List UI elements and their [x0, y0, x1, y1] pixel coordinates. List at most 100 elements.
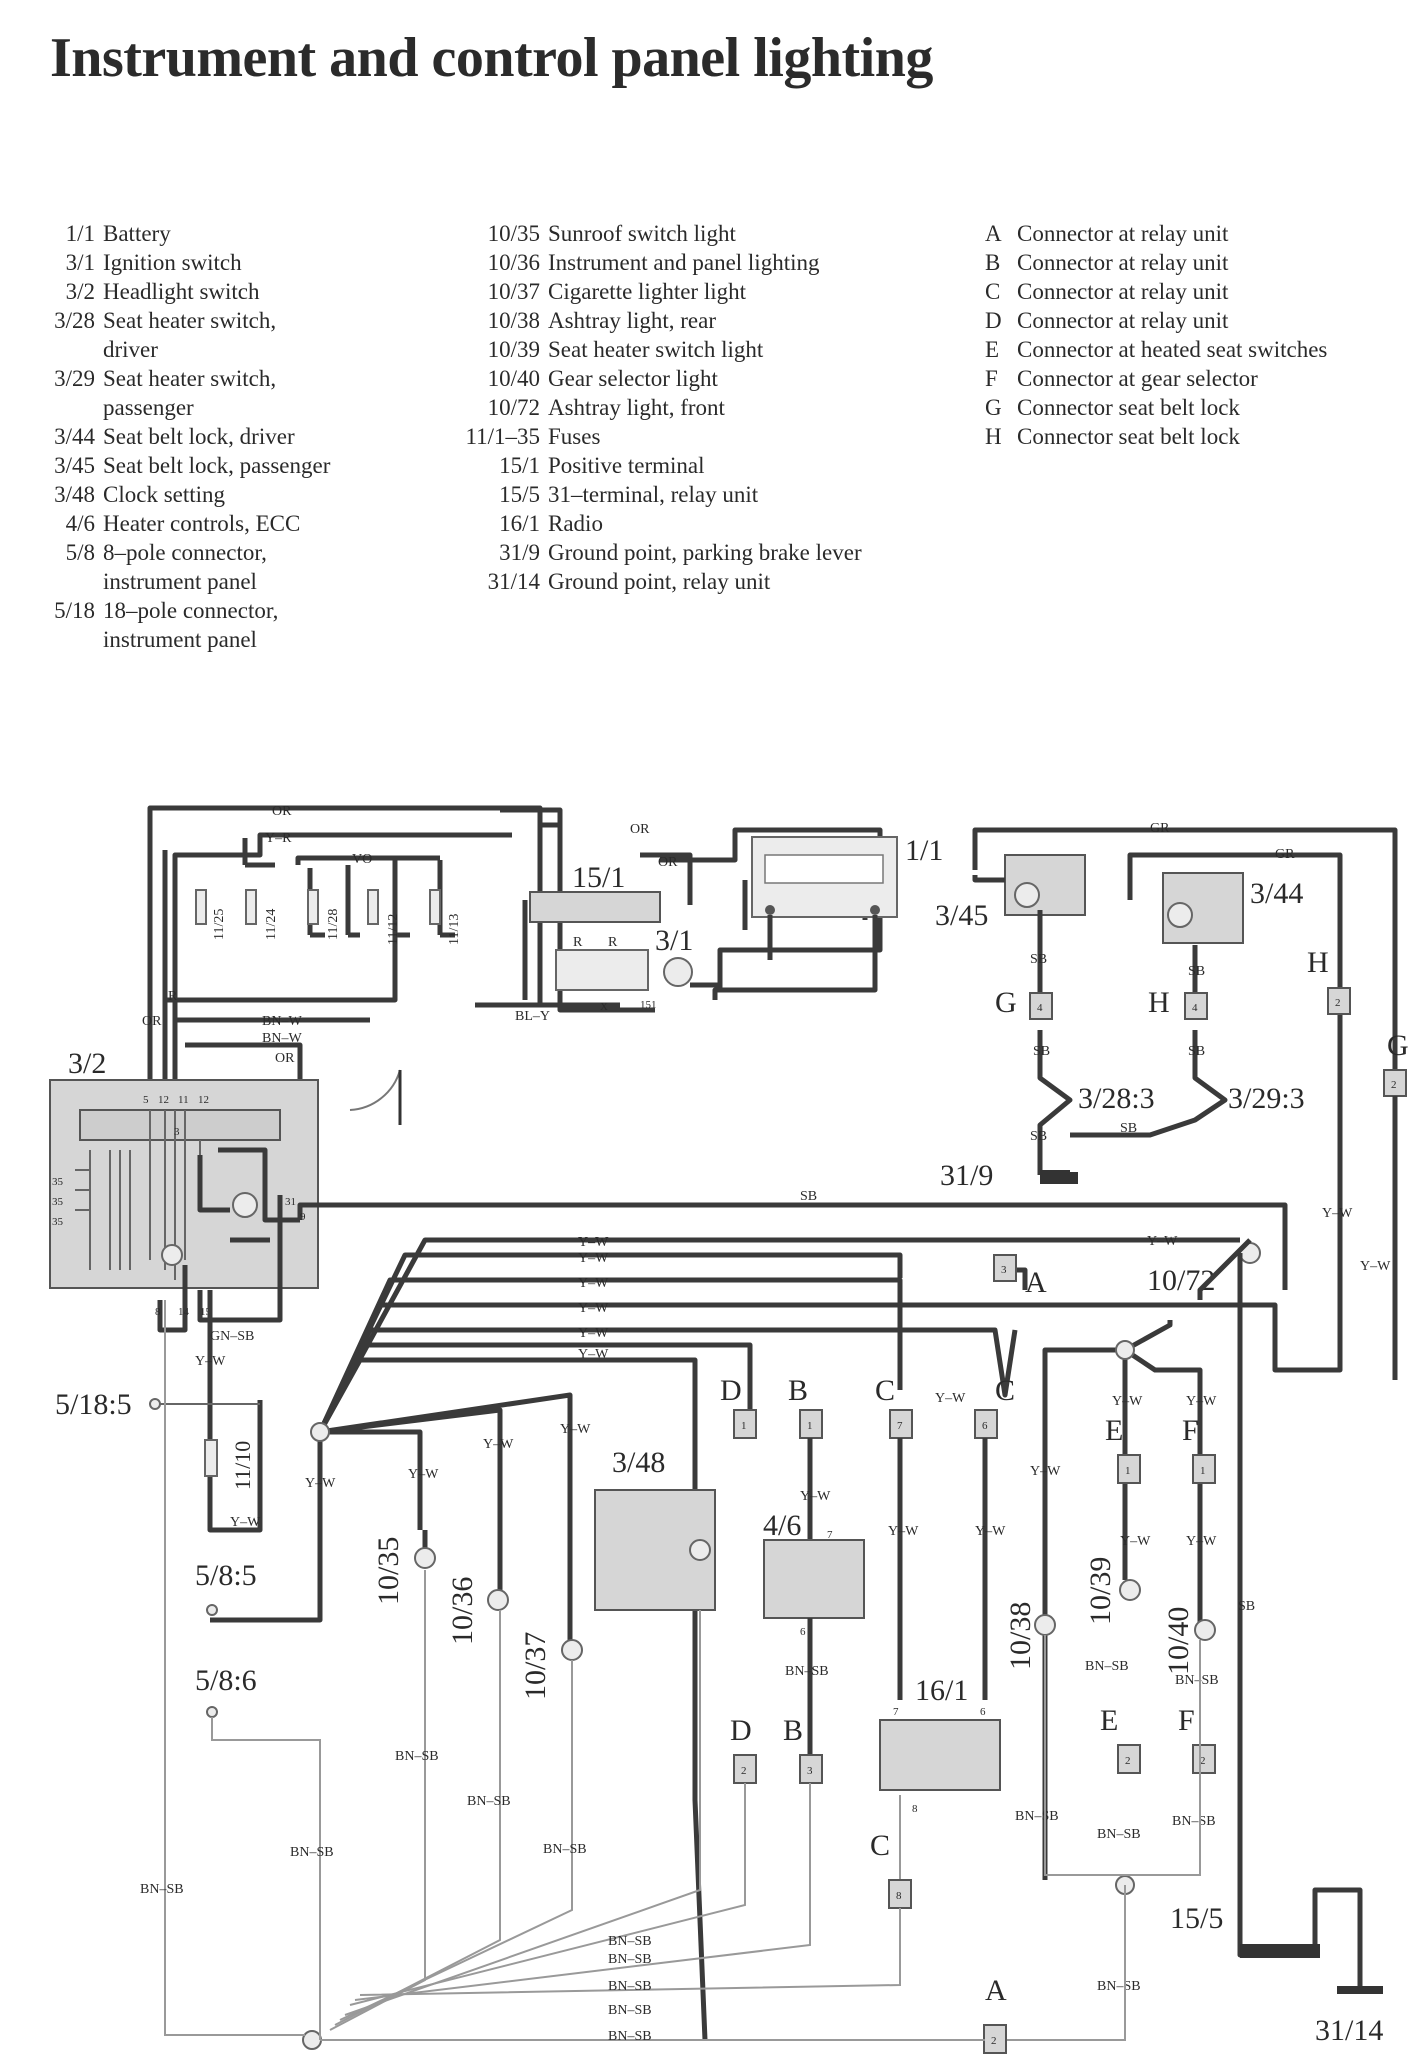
legend-text: Battery: [103, 221, 171, 246]
svg-text:12: 12: [198, 1094, 209, 1106]
legend-item: driver: [34, 335, 393, 364]
svg-text:SB: SB: [1030, 952, 1047, 967]
svg-text:12: 12: [158, 1094, 169, 1106]
svg-text:C: C: [875, 1374, 895, 1407]
svg-text:7: 7: [827, 1529, 833, 1541]
svg-text:Y–W: Y–W: [1186, 1394, 1217, 1409]
splice-node: [302, 2030, 322, 2050]
component-label-10-38: 10/38: [1004, 1602, 1037, 1670]
legend-code: 15/5: [499, 482, 540, 507]
legend-text: Positive terminal: [548, 453, 705, 478]
legend-text: 31–terminal, relay unit: [548, 482, 759, 507]
svg-text:2: 2: [741, 1765, 747, 1777]
svg-text:7: 7: [897, 1420, 903, 1432]
legend-code: 16/1: [499, 511, 540, 536]
legend-code: 10/40: [487, 366, 540, 391]
component-label-10-35: 10/35: [372, 1537, 405, 1605]
svg-text:3: 3: [1001, 1264, 1007, 1276]
svg-text:C: C: [870, 1829, 890, 1862]
svg-text:BN–SB: BN–SB: [290, 1845, 334, 1860]
battery-terminal-negative: [765, 905, 775, 915]
bottom-bnsb-labels: BN–SB BN–SB BN–SB BN–SB BN–SB: [608, 1934, 652, 2044]
svg-text:BN–SB: BN–SB: [543, 1842, 587, 1857]
switch-lamp-icon: [232, 1192, 258, 1218]
svg-text:Y–W: Y–W: [1147, 1234, 1178, 1249]
svg-text:Y–W: Y–W: [1186, 1534, 1217, 1549]
splice-node: [310, 1422, 330, 1442]
svg-text:2: 2: [1200, 1755, 1206, 1767]
legend-text: Seat heater switch,: [103, 308, 277, 333]
svg-text:F: F: [1182, 1414, 1199, 1447]
legend-text: Ground point, relay unit: [548, 569, 771, 594]
legend-code: 5/18: [54, 598, 95, 623]
svg-text:6: 6: [800, 1626, 806, 1638]
svg-text:G: G: [1387, 1029, 1409, 1062]
lamp-10-40: [1194, 1619, 1216, 1641]
svg-text:Y–W: Y–W: [1360, 1259, 1391, 1274]
svg-text:BN–SB: BN–SB: [1097, 1979, 1141, 1994]
legend-code: 3/28: [54, 308, 95, 333]
legend-text: Seat heater switch,: [103, 366, 277, 391]
svg-text:OR: OR: [630, 822, 650, 837]
legend-text: Sunroof switch light: [548, 221, 736, 246]
legend-text: Ground point, parking brake lever: [548, 540, 862, 565]
lamp-icon: [689, 1539, 711, 1561]
svg-text:Y–W: Y–W: [483, 1437, 514, 1452]
component-label-3-48: 3/48: [612, 1446, 665, 1479]
page-title: Instrument and control panel lighting: [50, 27, 933, 89]
svg-text:A: A: [985, 1974, 1007, 2007]
legend-text: passenger: [103, 395, 194, 420]
lamp-10-36: [487, 1589, 509, 1611]
svg-text:1: 1: [741, 1420, 747, 1432]
svg-text:BN–SB: BN–SB: [785, 1664, 829, 1679]
legend-text: Ashtray light, rear: [548, 308, 716, 333]
svg-text:OR: OR: [275, 1051, 295, 1066]
legend-text: Ashtray light, front: [548, 395, 725, 420]
legend-code: 10/39: [487, 337, 540, 362]
lamp-10-35: [414, 1547, 436, 1569]
legend-text: Connector at gear selector: [1017, 366, 1258, 391]
svg-text:Y–W: Y–W: [578, 1276, 609, 1291]
svg-text:14: 14: [178, 1306, 190, 1318]
legend-item: 1/1 Battery: [34, 219, 393, 248]
splice-node: [1115, 1340, 1135, 1360]
component-label-15-5: 15/5: [1170, 1902, 1223, 1935]
svg-text:GR: GR: [1150, 821, 1170, 836]
svg-text:Y–W: Y–W: [578, 1301, 609, 1316]
legend-code: 1/1: [65, 221, 95, 246]
legend-code: 3/44: [54, 424, 95, 449]
lamp-icon: [1167, 902, 1193, 928]
fuse-label: 11/28: [326, 909, 341, 940]
legend-text: Radio: [548, 511, 603, 536]
svg-text:B: B: [783, 1714, 803, 1747]
svg-text:Y–W: Y–W: [1120, 1534, 1151, 1549]
legend-code: A: [985, 221, 1002, 246]
svg-text:BN–SB: BN–SB: [1085, 1659, 1129, 1674]
lamp-10-38: [1034, 1614, 1056, 1636]
component-label-10-40: 10/40: [1162, 1607, 1195, 1675]
svg-text:OR: OR: [142, 1014, 162, 1029]
legend-item: instrument panel: [34, 567, 393, 596]
legend-item: instrument panel: [34, 625, 393, 654]
legend-text: Cigarette lighter light: [548, 279, 747, 304]
legend-text: Connector at relay unit: [1017, 308, 1229, 333]
svg-text:R: R: [573, 935, 583, 950]
svg-text:Y–W: Y–W: [1030, 1464, 1061, 1479]
legend-code: 31/9: [499, 540, 540, 565]
component-label-3-45: 3/45: [935, 899, 988, 932]
legend-code: B: [985, 250, 1001, 275]
positive-terminal-15-1: [529, 891, 661, 923]
svg-text:Y–W: Y–W: [578, 1251, 609, 1266]
component-label-3-1: 3/1: [655, 924, 693, 957]
legend-code: 10/36: [487, 250, 540, 275]
svg-text:SB: SB: [1120, 1121, 1137, 1136]
component-label-5-18-5: 5/18:5: [55, 1388, 132, 1421]
